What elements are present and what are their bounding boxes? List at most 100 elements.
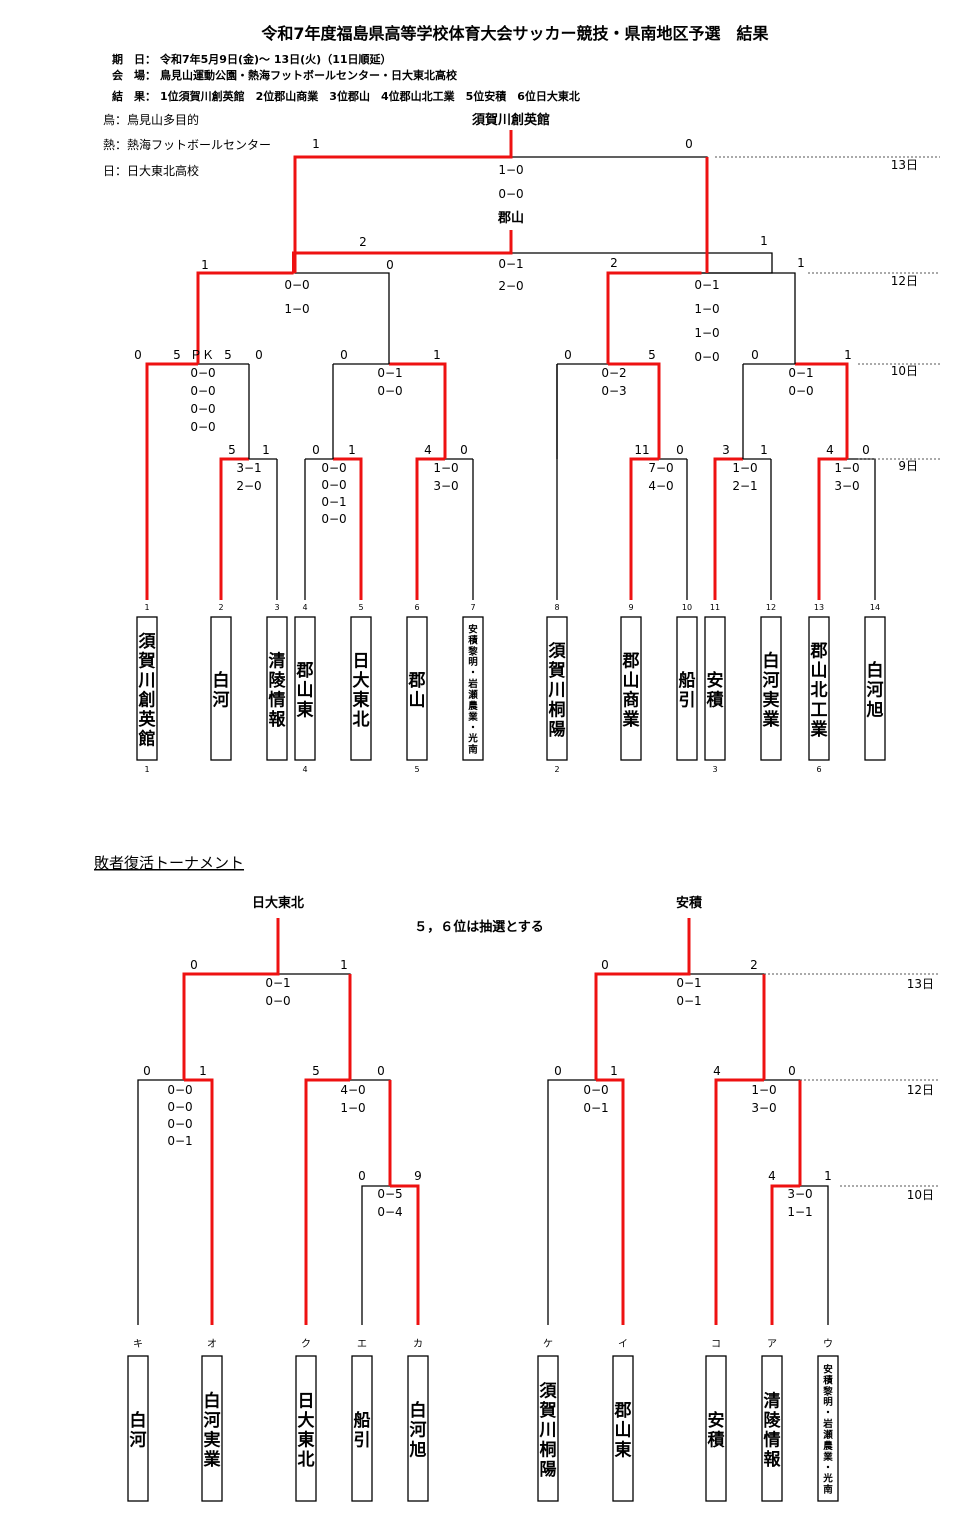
team-number: 13: [814, 603, 824, 612]
team-box: [201, 1355, 223, 1502]
legend-item: 鳥：鳥見山多目的: [103, 112, 199, 127]
winner-path: [293, 130, 513, 273]
day-label: 10日: [907, 1188, 934, 1202]
goal: 0: [190, 958, 198, 972]
legend-item: 熱：熱海フットボールセンター: [103, 137, 271, 152]
goal: 4: [826, 443, 834, 457]
goal: 0: [340, 348, 348, 362]
results-value: 1位須賀川創英館 2位郡山商業 3位郡山 4位郡山北工業 5位安積 6位日大東北: [160, 89, 580, 103]
team-name: 須賀川創英館: [138, 632, 157, 750]
slot-label: イ: [618, 1339, 628, 1350]
team-name: 船引: [354, 1410, 371, 1451]
goal: 2: [750, 958, 758, 972]
goal: 0: [143, 1064, 151, 1078]
winner-path: [770, 1184, 800, 1325]
section-title: 敗者復活トーナメント: [94, 854, 244, 872]
winner-path: [182, 918, 280, 1080]
team-name: 清陵情報: [764, 1390, 782, 1470]
bracket-line: [715, 1079, 801, 1325]
team-box: [537, 1355, 559, 1502]
team-number: 4: [302, 603, 307, 612]
team-box: [808, 616, 830, 761]
team-name: 清陵情報: [269, 650, 287, 730]
team-number: 8: [554, 603, 559, 612]
goal: 1: [433, 348, 441, 362]
team-box: [864, 616, 886, 761]
score: 0−5: [377, 1187, 402, 1201]
team-number: 9: [628, 603, 633, 612]
team-box: [760, 616, 782, 761]
team-number: 3: [274, 603, 279, 612]
team-name: 郡山: [408, 671, 426, 711]
bracket-line: [547, 1079, 623, 1325]
score: 1−0: [834, 461, 859, 475]
team-name: 白河旭: [409, 1400, 427, 1460]
goal: 0: [386, 258, 394, 272]
seed-number: 6: [816, 765, 821, 774]
goal: 1: [824, 1169, 832, 1183]
day-label: 9日: [898, 459, 918, 473]
repechage-note: ５，６位は抽選とする: [414, 919, 544, 935]
third-place-name: 郡山: [497, 210, 524, 226]
team-name: 郡山東: [614, 1401, 632, 1460]
seed-number: 2: [554, 765, 559, 774]
score: 0−0: [167, 1100, 192, 1114]
goal: 1: [760, 234, 768, 248]
score: 0−0: [190, 420, 215, 434]
team-name: 日大東北: [298, 1391, 315, 1470]
team-name: 安積: [707, 670, 725, 711]
repechage-right-winner: 安積: [676, 895, 703, 911]
goal: 1: [340, 958, 348, 972]
team-number: 2: [218, 603, 223, 612]
seed-number: 3: [712, 765, 717, 774]
team-number: 10: [682, 603, 692, 612]
score: 1−0: [340, 1101, 365, 1115]
score: 0−1: [377, 366, 402, 380]
goal: 5: [228, 443, 236, 457]
team-name: 白河実業: [204, 1390, 221, 1470]
pk-label: ＰＫ: [190, 348, 214, 362]
goal: 5: [312, 1064, 320, 1078]
goal: 4: [424, 443, 432, 457]
score: 0−0: [694, 350, 719, 364]
score: 0−1: [321, 495, 346, 509]
winner-path: [390, 1184, 420, 1325]
day-label: 13日: [891, 158, 918, 172]
goal: 1: [844, 348, 852, 362]
winner-path: [304, 1078, 350, 1325]
team-name: 安積黎明・岩瀬農業・光南: [467, 623, 478, 755]
score: 0−0: [190, 366, 215, 380]
seed-number: 1: [144, 765, 149, 774]
goal: 5: [224, 348, 232, 362]
winner-path: [292, 230, 513, 273]
goal: 0: [751, 348, 759, 362]
score: 1−0: [284, 302, 309, 316]
score: 2−1: [732, 479, 757, 493]
day-label: 12日: [891, 274, 918, 288]
winner-path: [713, 457, 743, 600]
score: 0−0: [321, 478, 346, 492]
goal: 0: [460, 443, 468, 457]
seed-number: 4: [302, 765, 307, 774]
team-box: [351, 1355, 373, 1502]
team-number: 14: [870, 603, 880, 612]
team-box: [676, 616, 698, 761]
score: 3−1: [236, 461, 261, 475]
team-name: 白河: [213, 670, 230, 711]
day-label: 13日: [907, 977, 934, 991]
score: 1−0: [433, 461, 458, 475]
score: 0−0: [498, 187, 523, 201]
score: 0−0: [190, 384, 215, 398]
winner-path: [145, 362, 198, 459]
score: 4−0: [648, 479, 673, 493]
score: 1−0: [498, 163, 523, 177]
team-number: 6: [414, 603, 419, 612]
goal: 0: [862, 443, 870, 457]
goal: 1: [797, 256, 805, 270]
team-box: [406, 616, 428, 761]
champion-name: 須賀川創英館: [471, 112, 550, 128]
goal: 1: [201, 258, 209, 272]
team-box: [817, 1355, 839, 1502]
team-box: [294, 616, 316, 761]
